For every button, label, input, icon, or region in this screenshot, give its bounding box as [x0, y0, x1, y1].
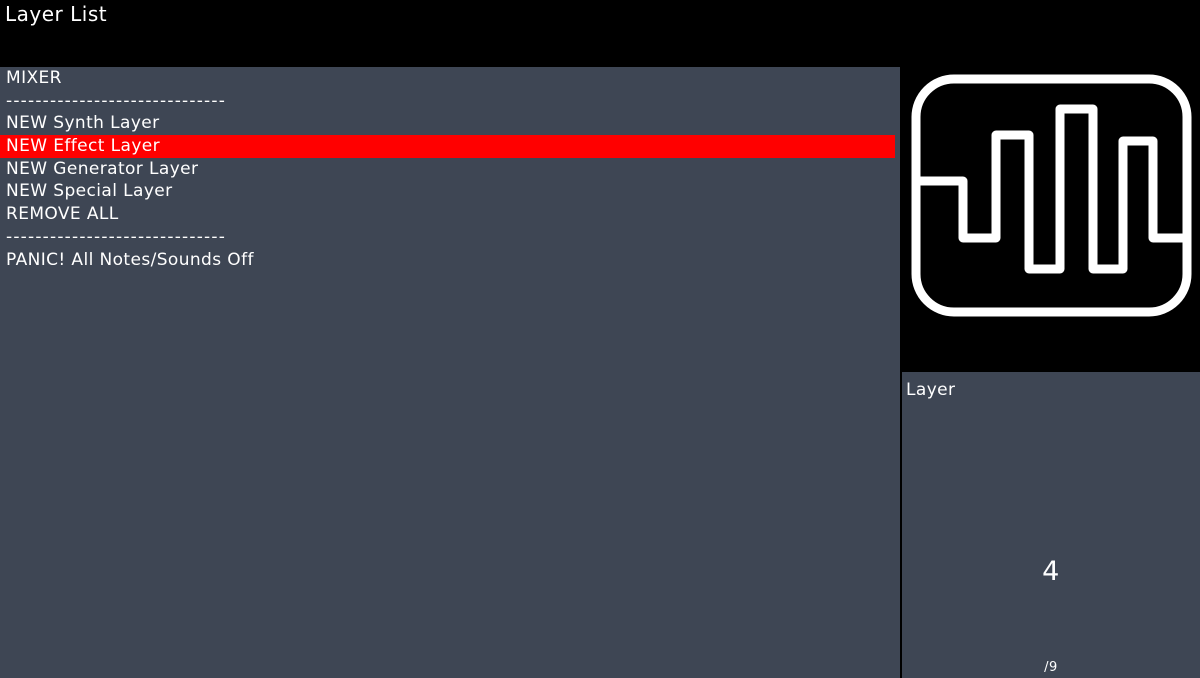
title-bar: Layer List [0, 0, 1200, 67]
waveform-icon [911, 74, 1192, 317]
menu-item-new-special-layer[interactable]: NEW Special Layer [0, 180, 895, 203]
menu-item-new-synth-layer[interactable]: NEW Synth Layer [0, 112, 895, 135]
menu-item-new-generator-layer[interactable]: NEW Generator Layer [0, 158, 895, 181]
menu-header-mixer: MIXER [0, 67, 895, 90]
page-title: Layer List [5, 2, 108, 26]
menu-header-mixer-label: MIXER [6, 68, 62, 88]
layer-total-value: /9 [1044, 660, 1058, 675]
waveform-icon-path [911, 104, 1192, 274]
menu-item-new-generator-layer-label: NEW Generator Layer [6, 158, 199, 179]
menu-item-new-effect-layer[interactable]: NEW Effect Layer [0, 135, 895, 158]
menu-item-new-effect-layer-label: NEW Effect Layer [6, 136, 161, 157]
menu-separator-bottom-label: ------------------------------ [6, 226, 227, 247]
layer-current-value: 4 [1042, 556, 1060, 587]
menu-item-remove-all-label: REMOVE ALL [6, 204, 119, 225]
menu-separator-top-label: ------------------------------ [6, 90, 227, 111]
menu-item-remove-all[interactable]: REMOVE ALL [0, 203, 895, 226]
layer-list-panel: MIXER ------------------------------ NEW… [0, 67, 900, 678]
menu-separator-bottom: ------------------------------ [0, 226, 895, 249]
menu-item-panic-label: PANIC! All Notes/Sounds Off [6, 249, 254, 270]
icon-panel [900, 67, 1200, 370]
menu-item-panic[interactable]: PANIC! All Notes/Sounds Off [0, 249, 895, 272]
mixer-menu-list: MIXER ------------------------------ NEW… [0, 67, 900, 271]
menu-item-new-synth-layer-label: NEW Synth Layer [6, 113, 160, 134]
layer-status-panel: Layer 4 /9 [902, 372, 1200, 678]
waveform-icon-frame [911, 74, 1192, 317]
menu-item-new-special-layer-label: NEW Special Layer [6, 181, 173, 202]
layer-status-label: Layer [906, 380, 956, 400]
menu-separator-top: ------------------------------ [0, 90, 895, 113]
